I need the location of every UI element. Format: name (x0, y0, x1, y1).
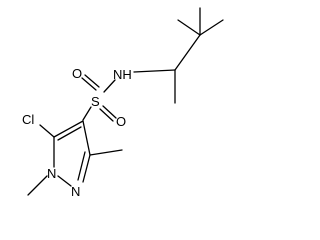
bond-n1-methyl (27, 175, 48, 196)
bond-s-o-lower-a (102, 105, 117, 119)
bond-tbutyl-methyl-right (199, 19, 224, 36)
atom-label-o-upper: O (72, 66, 82, 81)
bond-c5-cl (39, 124, 55, 138)
atom-label-ring-n2: N (71, 184, 80, 199)
bond-quaternary-to-ch (174, 34, 201, 71)
bond-s-o-lower-b (99, 108, 114, 122)
bond-s-to-ring (82, 106, 92, 121)
bond-ring-c4-c3 (82, 120, 91, 156)
bond-ring-c3-n2-a (82, 154, 91, 183)
bond-c3-methyl (89, 149, 123, 156)
atom-label-ring-n1: N (47, 166, 56, 181)
bond-tbutyl-methyl-left (177, 19, 201, 36)
atom-label-o-lower: O (116, 114, 126, 129)
atom-label-s: S (91, 94, 100, 109)
bond-ch-to-nh (133, 69, 176, 73)
bond-nh-to-s (103, 79, 116, 93)
atom-label-cl: Cl (22, 112, 34, 127)
bond-ring-n1-n2 (57, 175, 72, 187)
bond-s-o-upper-a (81, 77, 97, 91)
bond-s-o-upper-b (84, 74, 100, 88)
bond-ring-c4-c5-a (53, 120, 84, 138)
atom-label-nh: NH (113, 67, 132, 82)
chemical-structure-diagram: Cl S O O NH N N (22, 7, 224, 199)
bond-ring-c4-c5-b (57, 126, 82, 141)
bond-ring-c3-n2-b (77, 151, 86, 181)
